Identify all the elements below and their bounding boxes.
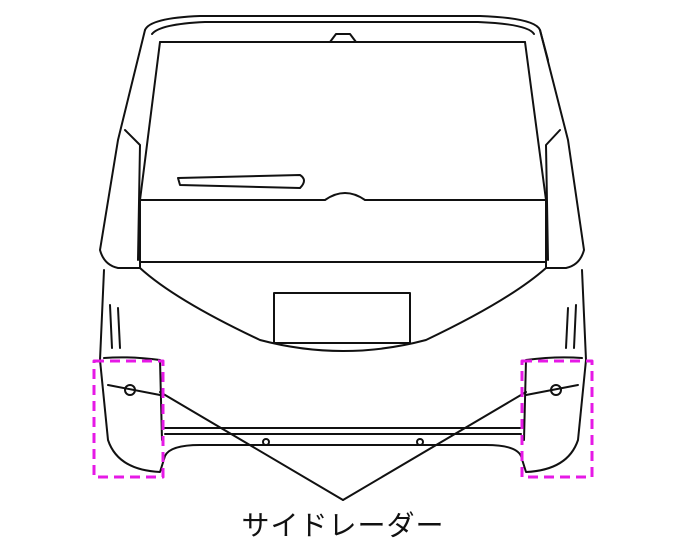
side-radar-label: サイドレーダー [241,509,445,542]
side-radar-highlight-left [92,359,165,479]
side-radar-highlight-right [520,359,594,479]
vehicle-body-outline [99,15,587,473]
callout-lines [159,391,527,501]
